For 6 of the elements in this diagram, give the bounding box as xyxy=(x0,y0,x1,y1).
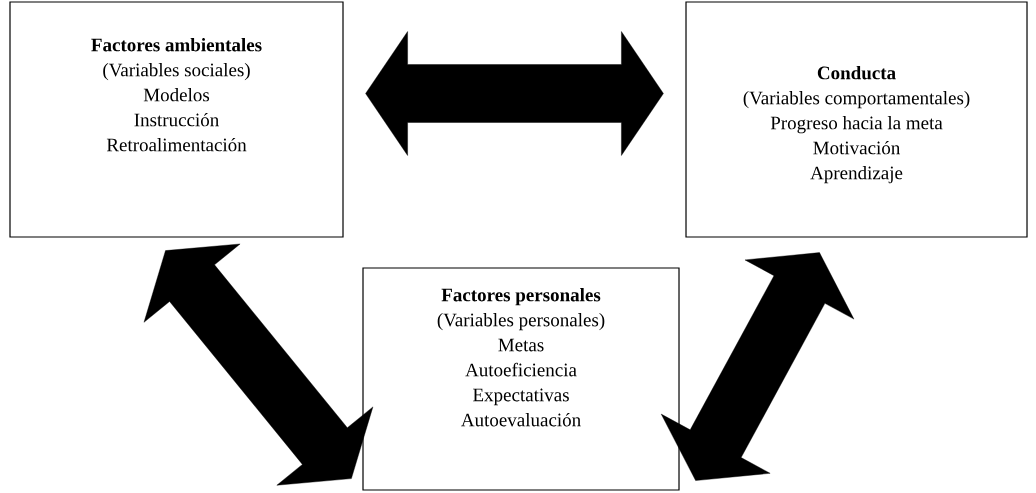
text-box: Factores ambientales (Variables sociales) Modelos Instrucción Retroalimentación xyxy=(9,1,344,238)
text-box: Factores personales (Variables personales) Metas Autoeficiencia Expectativas Autoevaluación xyxy=(362,267,680,491)
double-arrow xyxy=(365,31,664,156)
text-box: Conducta (Variables comportamentales) Progreso hacia la meta Motivación Aprendizaje xyxy=(685,1,1028,238)
double-arrow xyxy=(143,243,374,486)
double-arrow xyxy=(661,252,855,481)
